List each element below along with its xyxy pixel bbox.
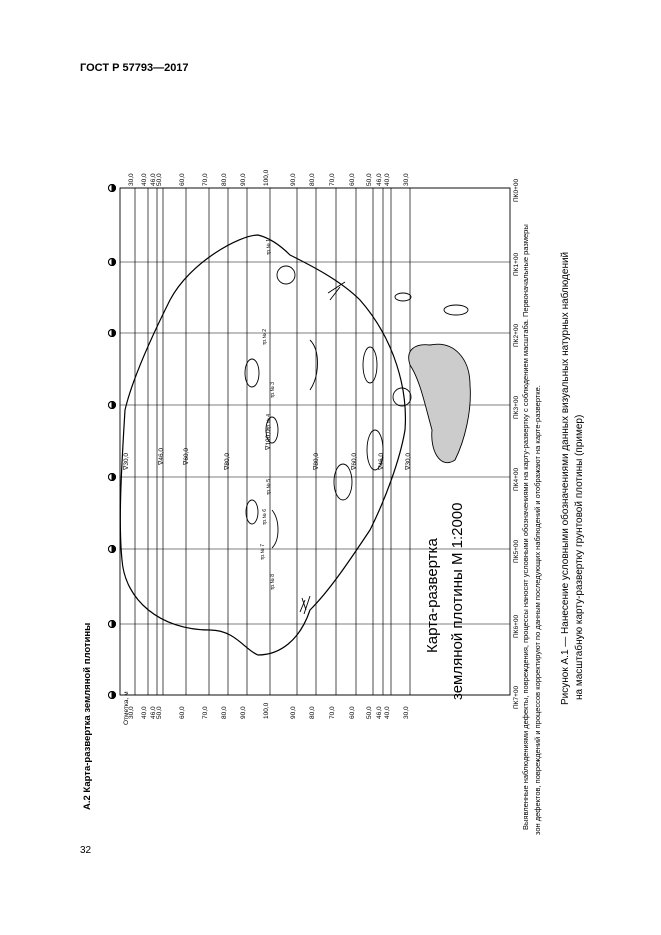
elevation-label: 40,0	[384, 706, 391, 719]
sinkhole-marker	[392, 387, 412, 407]
slope-arc	[271, 509, 279, 549]
level-mark: ∇60,0	[350, 453, 358, 471]
elevation-label: 60,0	[179, 706, 186, 719]
picket-label: ПК4+00	[513, 468, 520, 491]
level-mark: ∇46,0	[157, 448, 165, 466]
pipe-label: тр.№ 2	[262, 329, 268, 345]
pipe-label: тр.№ 4	[266, 414, 272, 430]
level-mark: ∇100,0	[264, 429, 272, 451]
map-title-line-2: земляной плотины М 1:2000	[449, 503, 466, 701]
elevation-label: 70,0	[329, 706, 336, 719]
defect-zone	[366, 429, 384, 471]
level-mark: ∇30,0	[122, 453, 130, 471]
elevation-label-right: 30,0	[128, 173, 135, 186]
picket-marker-fill	[111, 257, 116, 267]
picket-label: ПК7+00	[513, 686, 520, 709]
elevation-label: 90,0	[240, 706, 247, 719]
elevation-label: 30,0	[128, 706, 135, 719]
elevation-label-right: 90,0	[240, 173, 247, 186]
picket-marker-fill	[111, 472, 116, 482]
elevation-label: 40,0	[141, 706, 148, 719]
standard-header: ГОСТ Р 57793—2017	[80, 62, 189, 74]
picket-marker-fill	[111, 400, 116, 410]
elevation-label: 80,0	[221, 706, 228, 719]
elevation-label: 70,0	[202, 706, 209, 719]
picket-label: ПК3+00	[513, 396, 520, 419]
elevation-label: 90,0	[290, 706, 297, 719]
level-mark: ∇46,0	[377, 453, 385, 471]
elevation-header: Отметка, м	[123, 691, 130, 725]
picket-marker-fill	[111, 183, 116, 193]
mound-marker	[276, 265, 296, 285]
map-title-group: Карта-развертка земляной плотины М 1:200…	[424, 503, 466, 701]
elevation-label: 30,0	[403, 706, 410, 719]
picket-marker-fill	[111, 544, 116, 554]
picket-label: ПК2+00	[513, 324, 520, 347]
map-labels: 30,030,040,040,046,046,050,050,060,060,0…	[122, 169, 520, 725]
defect-zone	[394, 292, 412, 302]
elevation-label-right: 80,0	[309, 173, 316, 186]
picket-label: ПК0+00	[513, 179, 520, 202]
defect-zone	[362, 346, 378, 384]
picket-marker-fill	[111, 690, 116, 700]
elevation-label-right: 50,0	[366, 173, 373, 186]
elevation-label: 80,0	[309, 706, 316, 719]
elevation-label-right: 60,0	[179, 173, 186, 186]
elevation-label-right: 60,0	[349, 173, 356, 186]
picket-label: ПК1+00	[513, 253, 520, 276]
elevation-label-right: 46,0	[376, 173, 383, 186]
defect-zone	[265, 416, 279, 444]
crack-mark	[327, 281, 346, 301]
picket-marker-fill	[111, 619, 116, 629]
elevation-label-right: 50,0	[156, 173, 163, 186]
slope-arc	[309, 339, 318, 391]
map-title-line-1: Карта-развертка	[424, 538, 441, 653]
pipe-label: тр.№ 5	[266, 479, 272, 495]
defect-zone	[244, 358, 260, 388]
page-number: 32	[80, 845, 92, 856]
elevation-label-right: 80,0	[221, 173, 228, 186]
picket-label: ПК5+00	[513, 540, 520, 563]
pipe-label: тр.№ 7	[260, 544, 266, 560]
dam-outline	[119, 234, 407, 656]
elevation-label-right: 30,0	[403, 173, 410, 186]
picket-marker-fill	[111, 328, 116, 338]
pipe-label: тр.№ 6	[262, 509, 268, 525]
water-body	[408, 343, 471, 463]
elevation-label: 46,0	[150, 706, 157, 719]
elevation-label: 60,0	[349, 706, 356, 719]
level-mark: ∇60,0	[182, 448, 190, 466]
defect-zone	[333, 463, 353, 501]
pipe-label: тр.№ 1	[266, 239, 272, 255]
level-mark: ∇30,0	[404, 453, 412, 471]
level-mark: ∇80,0	[223, 453, 231, 471]
defect-features	[244, 265, 471, 615]
elevation-label-right: 70,0	[329, 173, 336, 186]
defect-zone	[443, 304, 469, 316]
map-grid	[108, 183, 511, 700]
elevation-label-right: 70,0	[202, 173, 209, 186]
elevation-label-right: 46,0	[150, 173, 157, 186]
pipe-label: тр.№ 3	[270, 382, 276, 398]
elevation-label: 100,0	[263, 702, 270, 719]
picket-label: ПК6+00	[513, 615, 520, 638]
elevation-label-right: 40,0	[141, 173, 148, 186]
elevation-label-right: 100,0	[263, 169, 270, 186]
elevation-label-right: 40,0	[384, 173, 391, 186]
elevation-label: 50,0	[156, 706, 163, 719]
pipe-label: тр.№ 8	[270, 574, 276, 590]
crack-mark	[299, 595, 311, 615]
defect-zone	[245, 499, 259, 525]
elevation-label-right: 90,0	[290, 173, 297, 186]
elevation-label: 50,0	[366, 706, 373, 719]
level-mark: ∇80,0	[312, 453, 320, 471]
elevation-label: 46,0	[376, 706, 383, 719]
